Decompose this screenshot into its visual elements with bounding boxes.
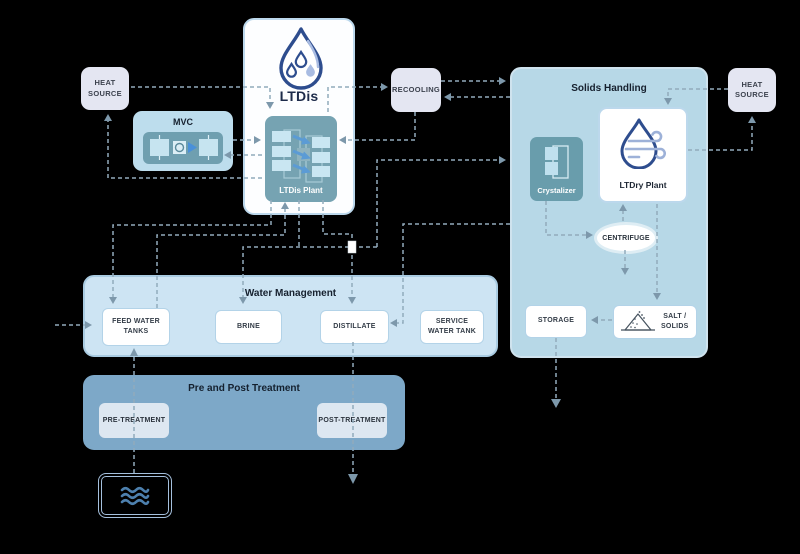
feed-water-tanks-node: FEED WATER TANKS — [102, 308, 170, 346]
treatment-panel: Pre and Post Treatment PRE-TREATMENT POS… — [83, 375, 405, 450]
post-treatment-node: POST-TREATMENT — [317, 403, 387, 438]
mvc-icon — [143, 132, 223, 164]
arrowhead-up — [104, 114, 112, 121]
brine-label: BRINE — [236, 322, 261, 330]
centrifuge-node: CENTRIFUGE — [597, 225, 655, 251]
sea-water-inner — [101, 476, 169, 515]
feed-water-tanks-label: FEED WATER TANKS — [112, 317, 160, 337]
edge-line — [346, 112, 416, 141]
service-water-line1: SERVICE — [435, 317, 469, 325]
crystalizer-label: Crystalizer — [537, 186, 576, 195]
service-water-tank-node: SERVICE WATER TANK — [420, 310, 484, 344]
service-water-line2: WATER TANK — [427, 328, 477, 335]
arrowhead-right — [499, 77, 506, 85]
brine-node: BRINE — [215, 310, 282, 344]
distillate-node: DISTILLATE — [320, 310, 389, 344]
heat-source-left-node: HEAT SOURCE — [81, 67, 129, 110]
salt-solids-line1: SALT / — [663, 312, 687, 320]
salt-solids-line2: SOLIDS — [661, 323, 689, 330]
post-treatment-label: POST-TREATMENT — [318, 417, 386, 424]
feed-water-line1: FEED WATER — [112, 317, 160, 325]
water-management-panel: Water Management FEED WATER TANKS BRINE … — [83, 275, 498, 357]
ltdis-plant-label: LTDis Plant — [279, 186, 323, 195]
mvc-title: MVC — [173, 117, 193, 127]
ltdry-plant-node: LTDry Plant — [598, 107, 688, 203]
sea-water-node — [98, 473, 172, 518]
heat-source-left-line1: HEAT — [94, 78, 116, 88]
pipe-bridge-node — [347, 240, 357, 254]
pre-treatment-node: PRE-TREATMENT — [99, 403, 169, 438]
crystalizer-node: Crystalizer — [530, 137, 583, 201]
heat-source-right-node: HEAT SOURCE — [728, 68, 776, 112]
ltdry-plant-label: LTDry Plant — [619, 180, 667, 190]
arrowhead-down — [348, 474, 358, 484]
solids-handling-title: Solids Handling — [571, 83, 647, 94]
centrifuge-label: CENTRIFUGE — [602, 234, 650, 242]
heat-source-right-line1: HEAT — [741, 79, 763, 89]
storage-label: STORAGE — [537, 317, 575, 325]
mvc-node: MVC — [133, 111, 233, 171]
arrowhead-right — [499, 156, 506, 164]
salt-pile-icon — [621, 311, 655, 331]
arrowhead-left — [444, 93, 451, 101]
waves-icon — [120, 486, 150, 505]
distillate-label: DISTILLATE — [333, 322, 376, 330]
crystalizer-icon — [545, 145, 569, 179]
feed-water-line2: TANKS — [123, 328, 149, 335]
storage-node: STORAGE — [525, 305, 587, 338]
salt-solids-label: SALT / SOLIDS — [661, 312, 689, 332]
solids-handling-panel: Solids Handling Crystalizer LTDry Plant … — [510, 67, 708, 358]
ltdis-title: LTDis — [279, 88, 319, 104]
water-management-title: Water Management — [244, 288, 337, 299]
ltdis-logo-icon — [279, 27, 323, 90]
arrowhead-down — [551, 399, 561, 408]
ltdis-plant-node: LTDis Plant — [265, 116, 337, 202]
recooling-node: RECOOLING — [391, 68, 441, 112]
recooling-label: RECOOLING — [391, 84, 441, 94]
ltdis-card: LTDis LTDis Plant — [243, 18, 355, 215]
heat-source-right-line2: SOURCE — [735, 90, 769, 99]
arrowhead-right — [381, 83, 388, 91]
ltdis-plant-icon — [272, 129, 330, 183]
ltdry-logo-icon — [620, 118, 666, 169]
service-water-tank-label: SERVICE WATER TANK — [428, 317, 476, 337]
heat-source-left-label: HEAT SOURCE — [88, 78, 122, 98]
arrowhead-up — [748, 116, 756, 123]
heat-source-right-label: HEAT SOURCE — [735, 80, 769, 100]
treatment-title: Pre and Post Treatment — [188, 383, 300, 394]
edge-solids-to-recooling — [444, 93, 510, 101]
edge-recooling-to-solids — [441, 77, 506, 85]
heat-source-left-line2: SOURCE — [88, 88, 122, 98]
salt-solids-node: SALT / SOLIDS — [613, 305, 697, 339]
pre-treatment-label: PRE-TREATMENT — [102, 417, 166, 424]
